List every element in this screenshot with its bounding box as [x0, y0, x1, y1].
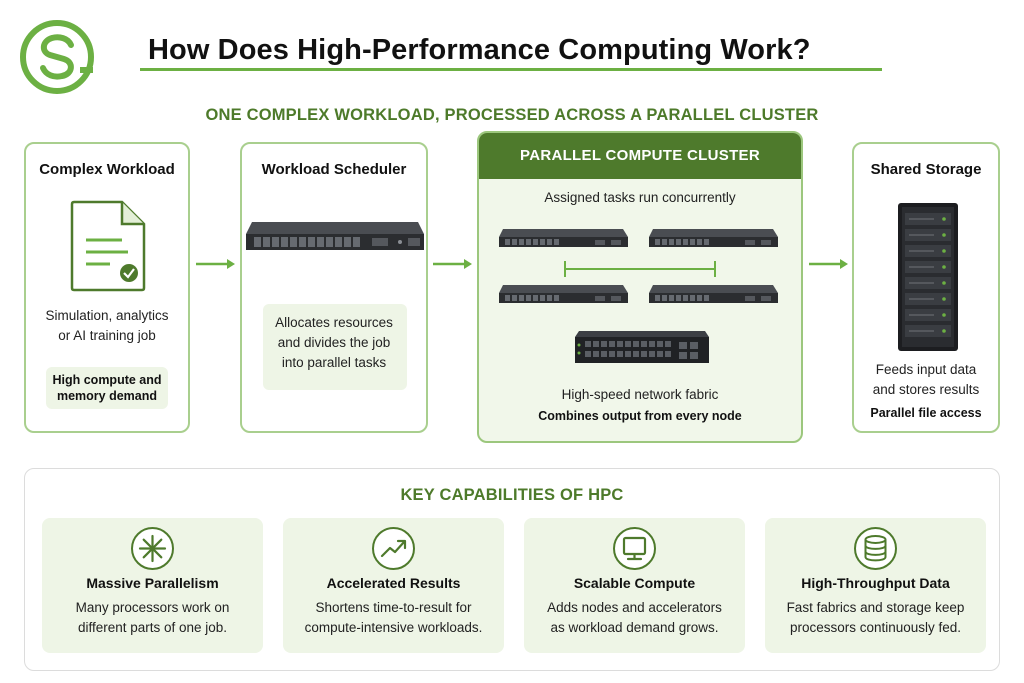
rack-server-icon	[246, 222, 424, 250]
workload-desc-2: or AI training job	[58, 328, 156, 343]
storage-desc-1: Feeds input data	[875, 362, 977, 377]
capability-title: Scalable Compute	[573, 575, 696, 591]
demand-badge-line1: High compute and	[52, 373, 162, 387]
scheduler-note	[263, 304, 407, 390]
capability-desc-2: processors continuously fed.	[789, 620, 962, 635]
capabilities-panel: KEY CAPABILITIES OF HPC Massive Parallel…	[24, 468, 1000, 671]
network-switch-icon	[575, 331, 709, 363]
trend-up-icon	[372, 527, 415, 570]
workload-desc-1: Simulation, analytics	[45, 308, 169, 323]
scheduler-note-2: and divides the job	[277, 335, 391, 350]
fabric-label: High-speed network fabric	[561, 387, 719, 402]
asterisk-icon	[131, 527, 174, 570]
scheduler-note-3: into parallel tasks	[281, 355, 387, 370]
capability-title: High-Throughput Data	[801, 575, 950, 591]
capability-card: Accelerated Results Shortens time-to-res…	[283, 518, 504, 653]
compute-node-icon	[499, 285, 628, 303]
database-icon	[854, 527, 897, 570]
capability-desc-1: Many processors work on	[75, 600, 230, 615]
cluster-card: PARALLEL COMPUTE CLUSTER Assigned tasks …	[477, 131, 803, 443]
capability-desc-2: different parts of one job.	[77, 620, 228, 635]
demand-badge-line2: memory demand	[56, 389, 158, 403]
capability-title: Accelerated Results	[326, 575, 461, 591]
workload-card: Complex Workload Simulation, analytics o…	[24, 142, 190, 433]
storage-title: Shared Storage	[870, 161, 982, 178]
compute-node-icon	[649, 285, 778, 303]
capabilities-heading: KEY CAPABILITIES OF HPC	[400, 486, 624, 504]
capability-card: Scalable Compute Adds nodes and accelera…	[524, 518, 745, 653]
capability-card: High-Throughput Data Fast fabrics and st…	[765, 518, 986, 653]
capability-card: Massive Parallelism Many processors work…	[42, 518, 263, 653]
capability-desc-1: Adds nodes and accelerators	[547, 600, 722, 615]
capability-title: Massive Parallelism	[86, 575, 219, 591]
fabric-bold: Combines output from every node	[538, 409, 742, 423]
capability-desc-2: as workload demand grows.	[550, 620, 719, 635]
scheduler-note-1: Allocates resources	[275, 315, 393, 330]
capability-desc-2: compute-intensive workloads.	[304, 620, 483, 635]
compute-node-grid	[499, 229, 778, 303]
storage-array-icon	[898, 203, 958, 351]
scheduler-title: Workload Scheduler	[261, 161, 407, 178]
arrow-right-icon	[433, 259, 472, 269]
compute-node-icon	[499, 229, 628, 247]
cluster-title: PARALLEL COMPUTE CLUSTER	[479, 133, 801, 179]
scheduler-card: Workload Scheduler Allocates resources a…	[240, 142, 428, 433]
storage-desc-2: and stores results	[872, 382, 980, 397]
interconnect-line	[564, 261, 716, 277]
capability-desc-1: Fast fabrics and storage keep	[786, 600, 965, 615]
arrow-right-icon	[809, 259, 848, 269]
storage-bold: Parallel file access	[870, 406, 982, 420]
document-check-icon	[70, 200, 146, 292]
cluster-caption: Assigned tasks run concurrently	[544, 190, 736, 205]
capability-desc-1: Shortens time-to-result for	[315, 600, 472, 615]
demand-badge	[46, 367, 168, 409]
monitor-icon	[613, 527, 656, 570]
storage-card: Shared Storage Feeds input data and stor…	[852, 142, 1000, 433]
workload-title: Complex Workload	[39, 161, 175, 178]
page-subtitle: ONE COMPLEX WORKLOAD, PROCESSED ACROSS A…	[205, 106, 819, 124]
page-title: How Does High-Performance Computing Work…	[148, 34, 811, 66]
arrow-right-icon	[196, 259, 235, 269]
title-underline	[140, 68, 882, 71]
compute-node-icon	[649, 229, 778, 247]
logo-icon	[20, 20, 94, 94]
